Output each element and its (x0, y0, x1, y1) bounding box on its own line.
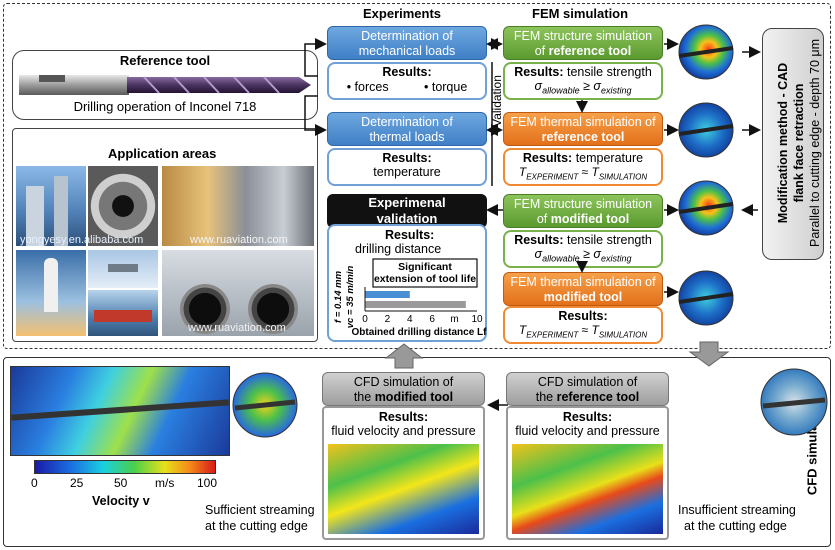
colorbar-tick-50: 50 (114, 476, 128, 490)
cfd-reference-header: CFD simulation of the reference tool (506, 372, 669, 406)
fem-disc-3 (678, 180, 734, 236)
fem-disc-1 (678, 24, 734, 80)
chart-bar-1 (365, 291, 410, 298)
modification-method-box (762, 28, 824, 260)
gray-arrow-up (384, 343, 424, 369)
exp-validation-results-label: Results: (385, 228, 435, 242)
chart-xtick-5: 10 (471, 314, 483, 325)
chart-xtick-0: 0 (362, 314, 368, 325)
colorbar-tick-100: 100 (197, 476, 218, 490)
fem-disc-2 (678, 102, 734, 158)
reference-tool-box: Reference tool Drilling operation of Inc… (12, 50, 318, 120)
cfd-modified-results: Results: fluid velocity and pressure (322, 406, 485, 540)
drill-icon (19, 75, 311, 95)
cfd-reference-image (512, 444, 663, 534)
chart-xtick-3: 6 (429, 314, 435, 325)
colorbar-unit: m/s (155, 476, 175, 490)
chart-annotation-l2: extension of tool life (374, 273, 476, 285)
fem2-header: FEM thermal simulation of reference tool (503, 112, 663, 146)
cfd-reference-note-l2: at the cutting edge (684, 519, 787, 533)
chart-xtick-1: 2 (385, 314, 391, 325)
chart-xtick-4: m (450, 314, 458, 325)
exp-validation-value: drilling distance (355, 242, 442, 256)
colorbar-label: Velocity v (92, 494, 150, 508)
reference-tool-title: Reference tool (119, 53, 211, 68)
fem-experiment-frame (3, 3, 831, 349)
thermal-results-box: Results: temperature (327, 148, 487, 186)
fem4-equation: TEXPERIMENT ≈ TSIMULATION (518, 323, 648, 340)
photo-space-shuttle (16, 250, 86, 336)
cfd-tool-streamlines (10, 366, 230, 456)
colorbar-tick-25: 25 (70, 476, 84, 490)
fem-result-images (678, 24, 734, 326)
chart-annotation-l1: Significant (398, 261, 452, 273)
photo-turbine-shaft (162, 166, 314, 246)
fem2-equation: TEXPERIMENT ≈ TSIMULATION (518, 165, 648, 182)
application-areas-title: Application areas (108, 146, 217, 161)
fem-disc-4 (678, 270, 734, 326)
photo-jet-nozzles (162, 250, 314, 336)
cfd-modified-header: CFD simulation of the modified tool (322, 372, 485, 406)
photo-container-ship (88, 290, 158, 336)
cfd-modified-note-l1: Sufficient streaming (205, 503, 315, 517)
watermark-1: yongyesy.en.alibaba.com (20, 234, 144, 246)
fem4-header: FEM thermal simulation of modified tool (503, 272, 663, 306)
photo-industrial-plant (16, 166, 86, 246)
experiments-header: Experiments (363, 6, 442, 21)
fem3-equation: σallowable ≥ σexisting (534, 247, 632, 264)
chart-side-label-1: f = 0.14 mm (333, 270, 344, 323)
velocity-colorbar (34, 460, 216, 474)
chart-bar-2 (365, 301, 466, 308)
cfd-modified-image (328, 444, 479, 534)
fem4-results-box: Results: TEXPERIMENT ≈ TSIMULATION (503, 306, 663, 344)
cfd-modified-note-l2: at the cutting edge (205, 519, 308, 533)
fem2-results-box: Results: temperature TEXPERIMENT ≈ TSIMU… (503, 148, 663, 186)
bullet-forces: • forces (346, 80, 389, 94)
photo-fighter-jet (88, 250, 158, 288)
watermark-2: www.ruaviation.com (190, 234, 288, 246)
cfd-disc-modified (232, 372, 298, 438)
fem1-results-box: Results: tensile strength σallowable ≥ σ… (503, 62, 663, 100)
fem1-equation: σallowable ≥ σexisting (534, 79, 632, 96)
cfd-reference-results: Results: fluid velocity and pressure (506, 406, 669, 540)
photo-jet-engine (88, 166, 158, 246)
gray-arrow-down (688, 341, 730, 367)
chart-xlabel: Obtained drilling distance Lf (351, 327, 487, 338)
fem1-header: FEM structure simulation of reference to… (503, 26, 663, 60)
reference-tool-caption: Drilling operation of Inconel 718 (73, 99, 257, 114)
mechanical-results-box: Results: • forces • torque (327, 62, 487, 100)
fem3-header: FEM structure simulation of modified too… (503, 194, 663, 228)
fem-header: FEM simulation (532, 6, 629, 21)
colorbar-tick-0: 0 (31, 476, 38, 490)
cfd-disc-reference (760, 368, 828, 436)
bullet-torque: • torque (423, 80, 468, 94)
chart-annotation-box (372, 258, 478, 288)
cfd-reference-note-l1: Insufficient streaming (678, 503, 796, 517)
chart-xtick-2: 4 (407, 314, 413, 325)
watermark-3: www.ruaviation.com (188, 322, 286, 334)
chart-side-label-2: vc = 35 m/min (345, 266, 356, 329)
